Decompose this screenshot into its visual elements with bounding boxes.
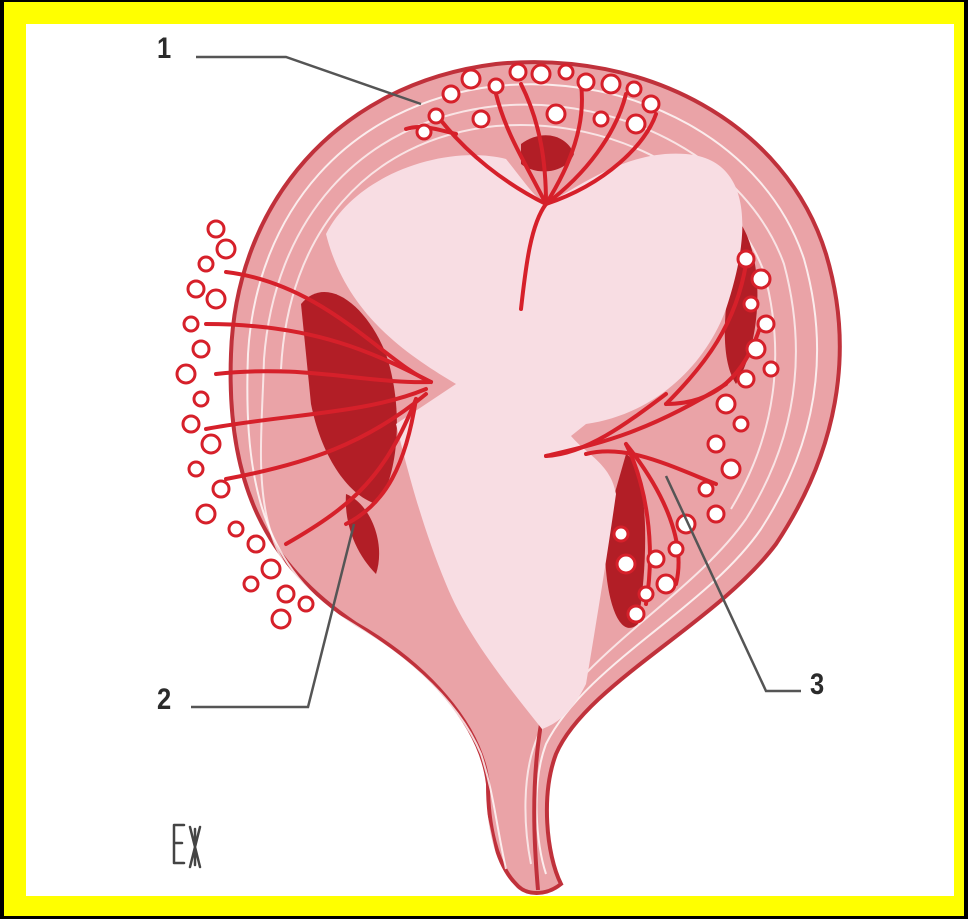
vessel-coil <box>188 281 204 297</box>
vessel-coil <box>443 86 459 102</box>
vessel-coil <box>194 392 208 406</box>
vessel-coil <box>628 606 644 622</box>
vessel-coil <box>473 111 489 127</box>
vessel-coil <box>722 460 740 478</box>
illustrator-signature <box>166 819 206 875</box>
vessel-coil <box>578 74 594 90</box>
vessel-coil <box>747 340 765 358</box>
vessel-coil <box>752 270 770 288</box>
vessel-coil <box>602 75 620 93</box>
vessel-coil <box>669 542 683 556</box>
vessel-coil <box>738 371 754 387</box>
vessel-coil <box>708 436 724 452</box>
vessel-coil <box>278 586 294 602</box>
vessel-coil <box>532 65 550 83</box>
vessel-coil <box>193 341 209 357</box>
vessel-coil <box>643 96 659 112</box>
vessel-coil <box>717 395 735 413</box>
vessel-coil <box>648 551 664 567</box>
vessel-coil <box>764 362 778 376</box>
vessel-coil <box>248 536 264 552</box>
vessel-coil <box>207 290 225 308</box>
vessel-coil <box>202 435 220 453</box>
callout-3-label: 3 <box>810 670 824 700</box>
vessel-coil <box>244 577 258 591</box>
vessel-coil <box>213 481 229 497</box>
vessel-coil <box>208 221 224 237</box>
vessel-coil <box>547 105 565 123</box>
vessel-coil <box>262 560 280 578</box>
vessel-coil <box>614 527 628 541</box>
vessel-coil <box>429 109 443 123</box>
vessel-coil <box>510 64 526 80</box>
vessel-coil <box>489 79 503 93</box>
vessel-coil <box>199 257 213 271</box>
vessel-coil <box>299 597 313 611</box>
vessel-coil <box>758 316 774 332</box>
diagram-canvas: 1 2 3 <box>26 24 954 896</box>
vessel-coil <box>657 575 675 593</box>
vessel-coil <box>462 70 480 88</box>
vessel-coil <box>627 82 641 96</box>
uterus-illustration <box>26 24 954 896</box>
vessel-coil <box>177 365 195 383</box>
vessel-coil <box>699 482 713 496</box>
vessel-coil <box>639 587 653 601</box>
vessel-coil <box>708 506 724 522</box>
vessel-coil <box>744 297 758 311</box>
vessel-coil <box>617 555 635 573</box>
vessel-coil <box>559 65 573 79</box>
vessel-coil <box>183 416 199 432</box>
callout-1-label: 1 <box>157 34 171 64</box>
vessel-coil <box>217 240 235 258</box>
vessel-coil <box>229 522 243 536</box>
vessel-coil <box>189 462 203 476</box>
vessel-coil <box>627 115 645 133</box>
vessel-coil <box>272 610 290 628</box>
vessel-coil <box>594 112 608 126</box>
vessel-coil <box>734 417 748 431</box>
vessel-coil <box>417 125 431 139</box>
vessel-coil <box>197 505 215 523</box>
callout-2-label: 2 <box>157 685 171 715</box>
vessel-coil <box>184 317 198 331</box>
vessel-coil <box>738 251 754 267</box>
yellow-frame: 1 2 3 <box>4 2 964 916</box>
